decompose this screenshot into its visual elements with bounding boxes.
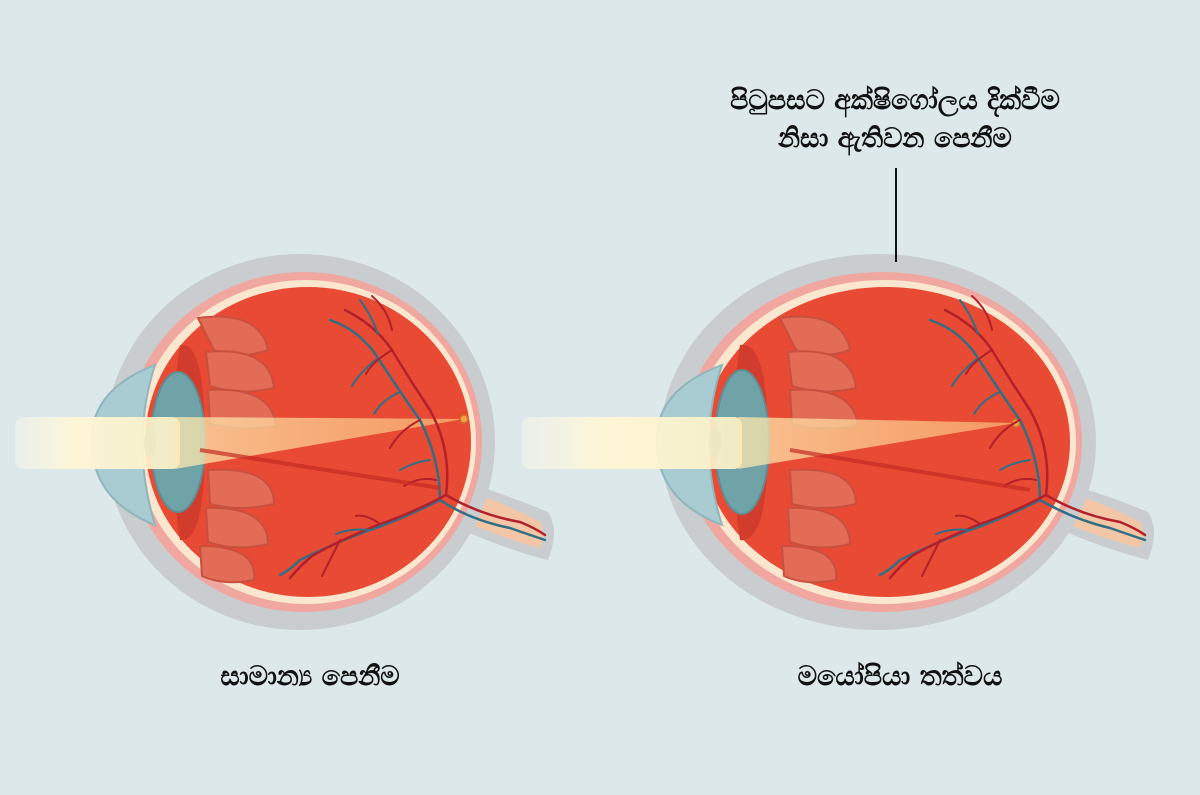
caption-normal-vision: සාමාන්‍ය පෙනීම	[220, 661, 400, 692]
optic-axis	[789, 448, 1031, 492]
light-beam	[522, 417, 742, 469]
ciliary-body	[778, 315, 860, 584]
elongation-annotation: පිටුපසට අක්ෂිගෝලය දික්වීම නිසා ඇතිවන පෙන…	[640, 82, 1150, 158]
ciliary-body	[196, 315, 278, 584]
focus-point	[459, 414, 469, 424]
light-beam	[15, 417, 180, 469]
annotation-line-2: නිසා ඇතිවන පෙනීම	[778, 123, 1012, 154]
myopic-eye	[522, 254, 1154, 630]
annotation-line-1: පිටුපසට අක්ෂිගෝලය දික්වීම	[730, 85, 1060, 116]
retinal-vessels	[278, 295, 547, 580]
normal-eye	[15, 254, 554, 630]
optic-axis	[199, 448, 441, 490]
caption-myopia-condition: මයෝපියා තත්වය	[797, 661, 1003, 692]
focus-cone	[738, 417, 1016, 469]
